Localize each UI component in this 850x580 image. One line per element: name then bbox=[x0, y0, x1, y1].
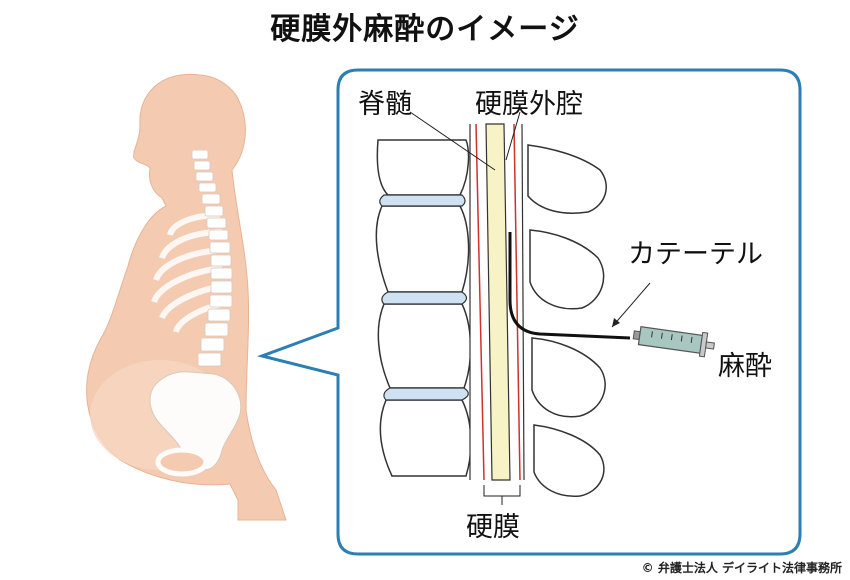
spine bbox=[191, 149, 233, 367]
pelvis bbox=[149, 371, 242, 477]
dura-right bbox=[513, 123, 521, 481]
catheter-line bbox=[508, 232, 631, 340]
intervertebral-discs bbox=[379, 194, 469, 401]
label-spinal-cord: 脊髄 bbox=[358, 89, 412, 120]
page-title: 硬膜外麻酔のイメージ bbox=[270, 12, 580, 47]
spinal-canal bbox=[469, 123, 525, 481]
vertebral-processes bbox=[527, 144, 607, 497]
callout-frame bbox=[256, 68, 802, 556]
label-catheter: カテーテル bbox=[628, 239, 763, 270]
leader-lines bbox=[409, 111, 651, 505]
label-epidural-space: 硬膜外腔 bbox=[475, 89, 583, 120]
vertebral-bodies bbox=[375, 139, 472, 477]
label-dura: 硬膜 bbox=[466, 512, 520, 543]
spinal-cord bbox=[485, 123, 511, 481]
syringe bbox=[632, 326, 715, 358]
dura-left bbox=[475, 123, 485, 481]
label-anesthetic: 麻酔 bbox=[718, 351, 772, 382]
catheter-arrowhead bbox=[612, 318, 620, 327]
copyright-credit: © 弁護士法人 デイライト法律事務所 bbox=[641, 561, 842, 575]
